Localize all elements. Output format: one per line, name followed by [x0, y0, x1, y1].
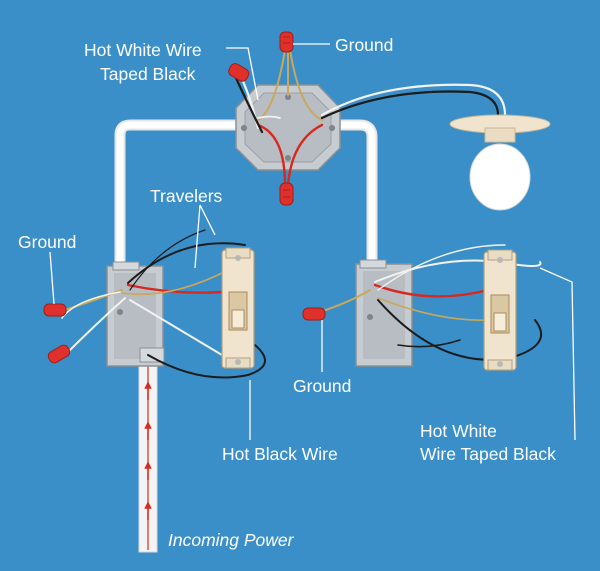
wire-nut-icon	[302, 307, 326, 321]
wire-nut-icon	[43, 303, 67, 317]
junction-wires	[234, 49, 507, 187]
wire-nut-icon	[279, 182, 294, 206]
ground-right-label: Ground	[293, 376, 351, 396]
leader-lines	[49, 43, 576, 441]
light-fixture-icon	[449, 114, 551, 211]
ground-left-label: Ground	[18, 232, 76, 252]
conduit	[114, 119, 378, 553]
left-switch-wires	[61, 229, 266, 379]
switch-icon	[221, 247, 255, 369]
ground-top-label: Ground	[335, 35, 393, 55]
wire-nut-icon	[279, 31, 294, 53]
hot-white-top-label-1: Hot White Wire	[84, 40, 202, 60]
switch-icon	[483, 249, 517, 371]
hot-white-right-label-2: Wire Taped Black	[420, 444, 556, 464]
wire-nut-icon	[228, 63, 250, 82]
junction-box-icon	[235, 84, 341, 171]
travelers-label: Travelers	[150, 186, 223, 206]
hot-white-top-label-2: Taped Black	[100, 64, 196, 84]
hot-white-right-label-1: Hot White	[420, 421, 497, 441]
hot-black-wire-label: Hot Black Wire	[222, 444, 338, 464]
incoming-power-label: Incoming Power	[168, 530, 295, 550]
wire-nut-icon	[47, 344, 71, 364]
right-switch-box	[355, 259, 413, 367]
